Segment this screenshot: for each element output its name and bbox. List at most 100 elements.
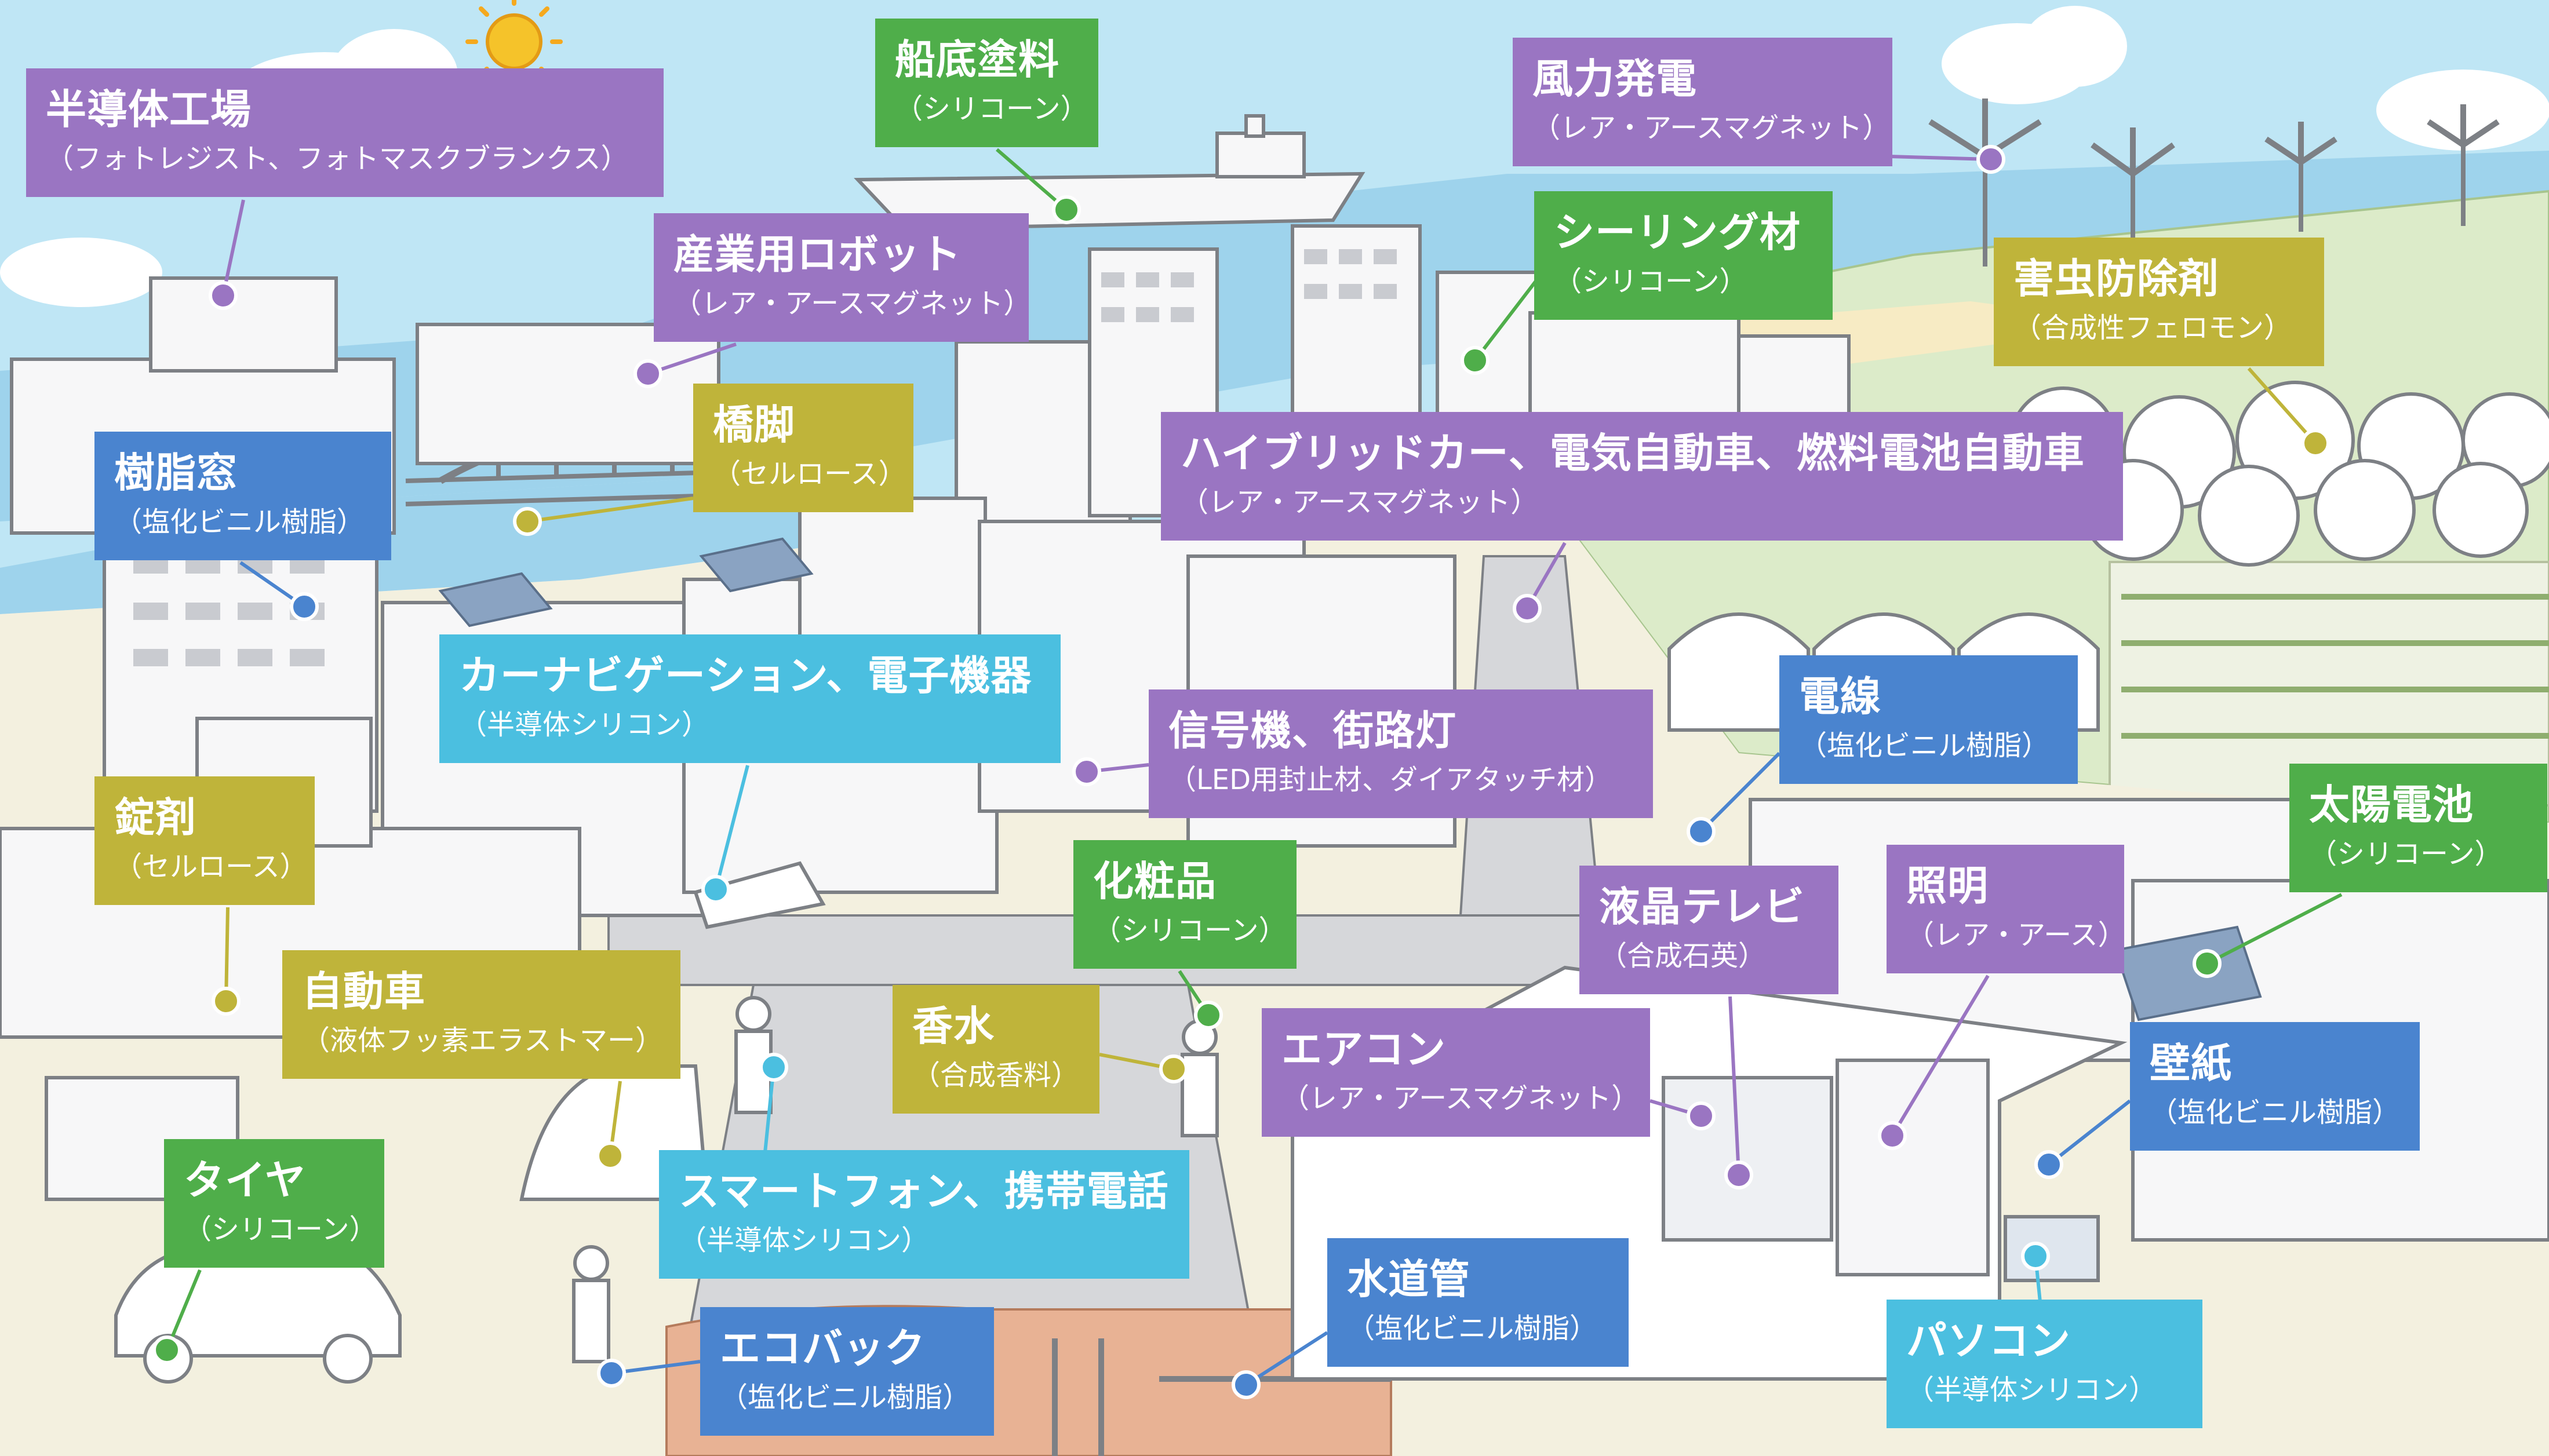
leader-line-sealing-material <box>1473 272 1543 362</box>
leader-dot-traffic-signal <box>1072 757 1101 786</box>
callout-semiconductor-factory: 半導体工場 （フォトレジスト、フォトマスクブランクス） <box>26 68 664 197</box>
callout-title: シーリング材 <box>1554 209 1801 256</box>
leader-line-car-navigation <box>714 765 749 890</box>
pedestrians <box>572 996 1219 1363</box>
callout-sealing-material: シーリング材 （シリコーン） <box>1534 191 1833 320</box>
leader-line-lighting <box>1891 975 1990 1137</box>
callout-subtitle: （合成石英） <box>1599 939 1767 972</box>
leader-dot-ship-bottom-paint <box>1052 195 1081 224</box>
leader-line-wind-power <box>1889 155 1991 161</box>
callout-eco-bag: エコバック（塩化ビニル樹脂） <box>700 1307 994 1436</box>
callout-subtitle: （レア・アースマグネット） <box>1181 486 1539 519</box>
callout-wind-power: 風力発電 （レア・アースマグネット） <box>1513 38 1892 166</box>
callout-subtitle: （レア・アースマグネット） <box>1532 111 1891 144</box>
callout-subtitle: （シリコーン） <box>2309 837 2503 870</box>
callout-subtitle: （半導体シリコン） <box>459 708 710 741</box>
leader-dot-air-conditioner <box>1687 1101 1716 1130</box>
crop-rows <box>2121 594 2549 739</box>
leader-dot-automobile <box>596 1141 625 1170</box>
callout-title: 信号機、街路灯 <box>1168 707 1456 754</box>
solar-panels <box>438 537 2262 1021</box>
callout-ship-bottom-paint: 船底塗料 （シリコーン） <box>875 19 1098 147</box>
callout-hybrid-car: ハイブリッドカー、電気自動車、燃料電池自動車 （レア・アースマグネット） <box>1161 412 2123 541</box>
callout-subtitle: （塩化ビニル樹脂） <box>114 505 365 538</box>
callout-title: 水道管 <box>1347 1256 1470 1303</box>
callout-wallpaper: 壁紙（塩化ビニル樹脂） <box>2130 1022 2420 1151</box>
leader-dot-perfume <box>1159 1054 1188 1083</box>
leader-dot-electric-wire <box>1687 817 1716 846</box>
callout-subtitle: （合成性フェロモン） <box>2013 311 2292 344</box>
callout-resin-window: 樹脂窓（塩化ビニル樹脂） <box>94 432 391 560</box>
callout-title: 船底塗料 <box>895 36 1059 83</box>
callout-leader-lines <box>152 145 2343 1399</box>
leader-line-pesticide <box>2247 367 2317 444</box>
leader-dot-bridge-pier <box>513 507 542 536</box>
leader-dot-industrial-robot <box>633 359 662 388</box>
callout-title: 風力発電 <box>1532 55 1697 103</box>
callout-subtitle: （塩化ビニル樹脂） <box>1347 1312 1598 1345</box>
callout-subtitle: （合成香料） <box>912 1059 1080 1092</box>
callout-cosmetics: 化粧品（シリコーン） <box>1073 840 1297 969</box>
callout-title: 半導体工場 <box>46 86 252 133</box>
leader-dot-smartphone <box>759 1053 788 1082</box>
callout-title: パソコン <box>1906 1317 2071 1364</box>
callout-title: 錠剤 <box>114 794 196 841</box>
leader-dot-eco-bag <box>597 1359 626 1388</box>
callout-electric-wire: 電線 （塩化ビニル樹脂） <box>1779 655 2078 784</box>
callout-subtitle: （シリコーン） <box>184 1213 377 1246</box>
callout-tire: タイヤ （シリコーン） <box>164 1139 384 1268</box>
leader-line-bridge-pier <box>527 497 694 523</box>
callout-smartphone: スマートフォン、携帯電話 （半導体シリコン） <box>659 1150 1189 1279</box>
leader-dot-lcd-tv <box>1724 1161 1753 1189</box>
callout-title: エアコン <box>1281 1026 1446 1073</box>
leader-dot-tablet <box>212 987 241 1016</box>
leader-dot-tire <box>152 1335 181 1364</box>
callout-subtitle: （シリコーン） <box>1554 265 1747 298</box>
callout-title: スマートフォン、携帯電話 <box>679 1167 1169 1215</box>
callout-title: エコバック <box>720 1324 926 1372</box>
callout-solar-cell: 太陽電池 （シリコーン） <box>2289 764 2547 892</box>
callout-title: タイヤ <box>184 1156 306 1204</box>
leader-line-industrial-robot <box>647 342 737 375</box>
callout-title: 香水 <box>912 1002 995 1050</box>
callout-subtitle: （半導体シリコン） <box>1906 1373 2157 1406</box>
callout-title: 照明 <box>1906 862 1989 910</box>
leader-line-tablet <box>224 907 230 1002</box>
leader-line-solar-cell <box>2206 893 2343 965</box>
callout-subtitle: （フォトレジスト、フォトマスクブランクス） <box>46 142 629 175</box>
leader-dot-pesticide <box>2301 429 2330 458</box>
callout-industrial-robot: 産業用ロボット（レア・アースマグネット） <box>654 213 1031 342</box>
callout-lcd-tv: 液晶テレビ（合成石英） <box>1579 866 1838 994</box>
callout-subtitle: （シリコーン） <box>895 92 1088 125</box>
building-windows <box>133 249 1397 666</box>
leader-line-ship-bottom-paint <box>996 148 1068 211</box>
leader-dot-hybrid-car <box>1513 594 1542 623</box>
callout-subtitle: （レア・アース） <box>1906 918 2126 951</box>
callout-title: 太陽電池 <box>2309 781 2474 829</box>
callout-title: 産業用ロボット <box>673 231 962 278</box>
leader-dot-personal-computer <box>2021 1242 2050 1271</box>
callout-traffic-signal: 信号機、街路灯（LED用封止材、ダイアタッチ材） <box>1149 689 1653 818</box>
leader-line-electric-wire <box>1699 751 1781 833</box>
callout-water-pipe: 水道管 （塩化ビニル樹脂） <box>1327 1238 1629 1367</box>
callout-subtitle: （半導体シリコン） <box>679 1224 930 1257</box>
callout-title: 自動車 <box>302 968 425 1015</box>
callout-subtitle: （塩化ビニル樹脂） <box>1799 729 2050 762</box>
callout-air-conditioner: エアコン（レア・アースマグネット） <box>1262 1008 1650 1137</box>
leader-dot-semiconductor-factory <box>209 281 238 310</box>
callout-subtitle: （塩化ビニル樹脂） <box>2150 1096 2401 1129</box>
leader-dot-water-pipe <box>1232 1370 1261 1399</box>
callout-pesticide: 害虫防除剤（合成性フェロモン） <box>1994 238 2324 366</box>
callout-subtitle: （セルロース） <box>713 457 906 490</box>
leader-line-eco-bag <box>611 1360 701 1375</box>
callout-subtitle: （液体フッ素エラストマー） <box>302 1024 664 1057</box>
leader-dot-wallpaper <box>2034 1150 2063 1179</box>
leader-line-semiconductor-factory <box>221 199 245 296</box>
callout-subtitle: （セルロース） <box>114 850 308 883</box>
callout-lighting: 照明 （レア・アース） <box>1887 845 2126 973</box>
callout-title: 電線 <box>1799 673 1881 720</box>
leader-dot-wind-power <box>1976 145 2005 174</box>
leader-dot-lighting <box>1878 1121 1907 1150</box>
callout-title: ハイブリッドカー、電気自動車、燃料電池自動車 <box>1181 429 2085 477</box>
callout-title: 橋脚 <box>713 401 795 448</box>
